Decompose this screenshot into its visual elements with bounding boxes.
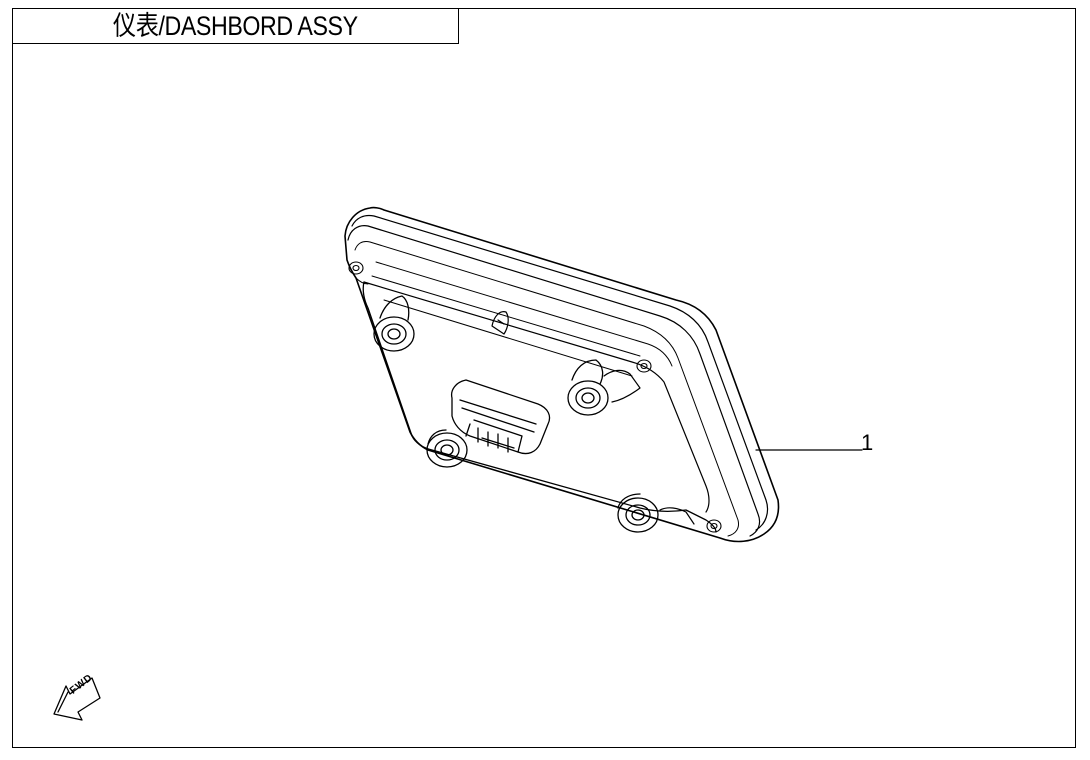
diagram-title: 仪表/DASHBORD ASSY [113, 10, 358, 41]
rear-housing-plate [362, 281, 717, 533]
mounting-boss-2 [567, 359, 609, 416]
side-tab-right [603, 369, 641, 403]
callout-number-1: 1 [861, 430, 874, 455]
mounting-boss-4 [617, 493, 659, 533]
corner-screw-bottom-right [706, 519, 722, 533]
dashboard-outer-outline [344, 206, 780, 543]
top-clip [491, 311, 509, 335]
dashboard-rim-line-1 [351, 214, 769, 531]
rear-housing-top-edge [363, 281, 710, 513]
dashboard-rim-line-3 [354, 241, 739, 537]
side-tab-lower-right [659, 507, 695, 525]
title-box: 仪表/DASHBORD ASSY [12, 8, 459, 44]
corner-screw-top-left [348, 261, 364, 275]
rear-housing-inner-edge [371, 261, 673, 367]
electrical-connector [450, 379, 551, 455]
mounting-boss-3 [426, 429, 468, 468]
housing-corner-left [355, 277, 633, 377]
mounting-boss-1 [373, 295, 415, 352]
dashboard-rim-line-2 [347, 225, 761, 537]
drawing-frame [12, 8, 1076, 748]
corner-screw-top-right [636, 359, 652, 373]
fwd-arrow-icon [53, 677, 101, 721]
